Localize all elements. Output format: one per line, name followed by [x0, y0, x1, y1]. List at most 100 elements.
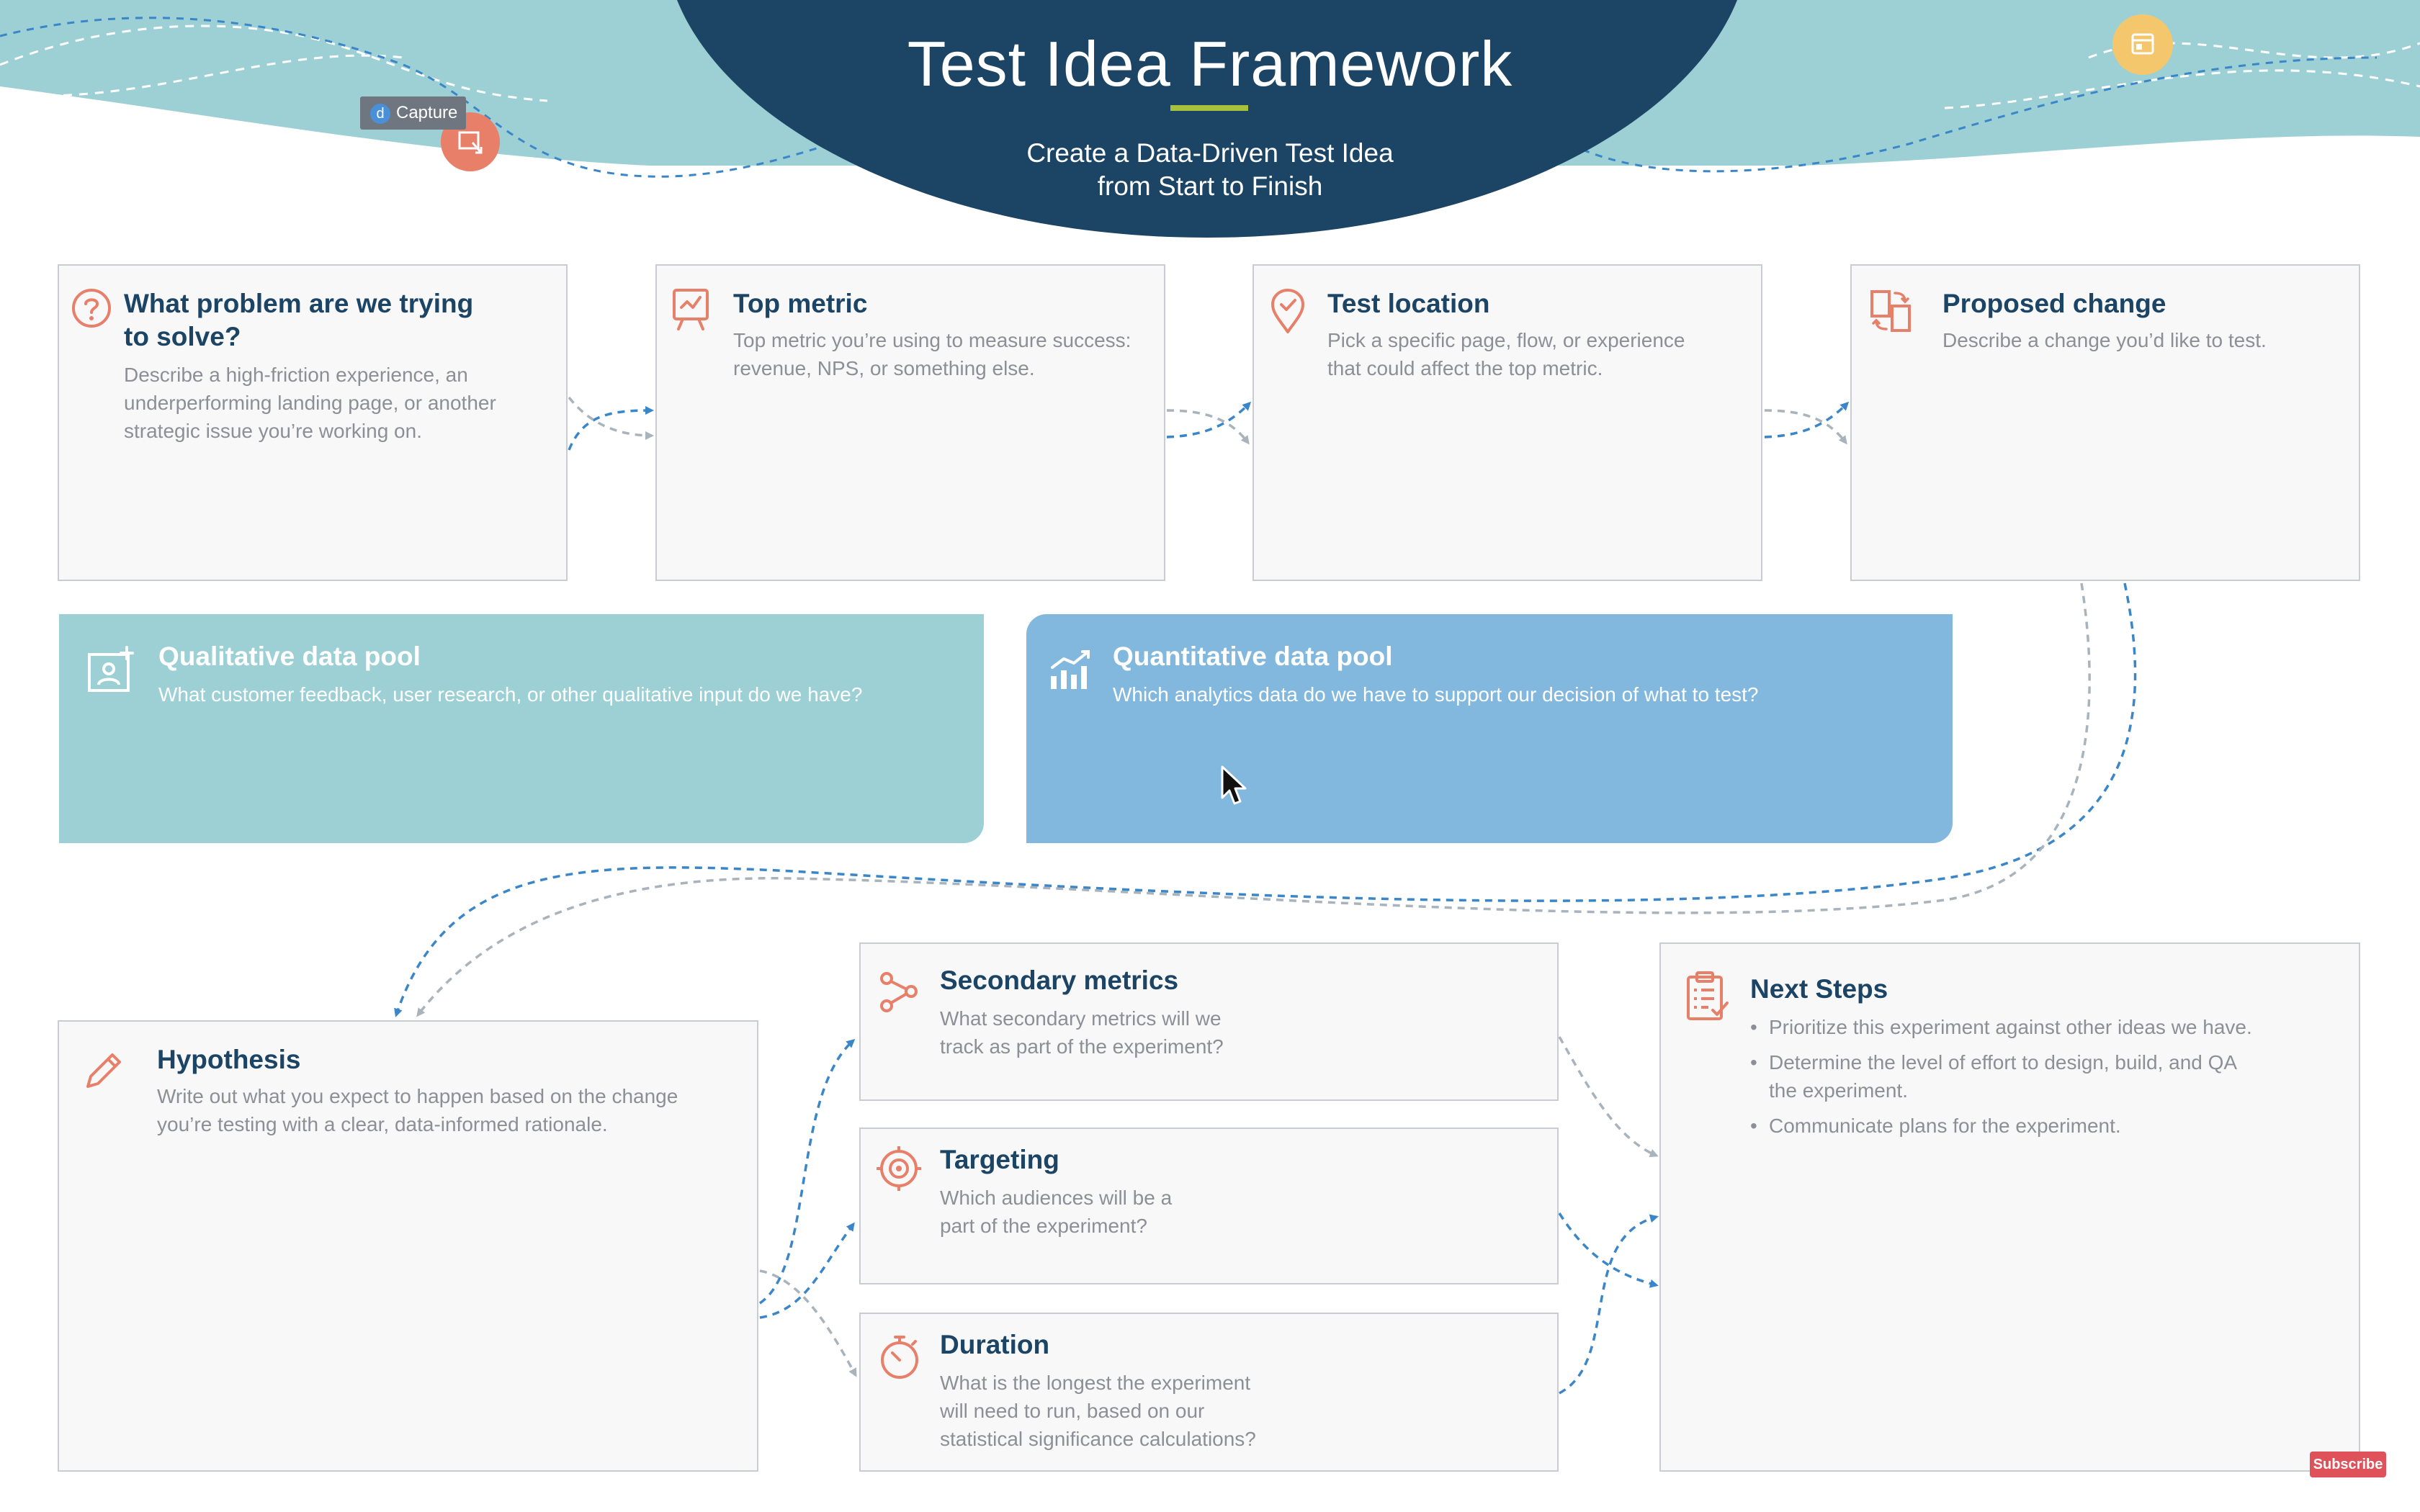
- card-next-steps[interactable]: Next Steps Prioritize this experiment ag…: [1659, 942, 2360, 1472]
- card-proposed-change[interactable]: Proposed change Describe a change you’d …: [1850, 264, 2360, 581]
- record-widget-button[interactable]: [2112, 14, 2173, 75]
- card-description: Describe a high-friction experience, an …: [124, 361, 496, 445]
- card-duration[interactable]: Duration What is the longest the experim…: [859, 1313, 1559, 1472]
- page-title: Test Idea Framework: [907, 28, 1513, 99]
- subtitle-line-2: from Start to Finish: [1097, 171, 1323, 201]
- arrow-location-to-change-gray: [1764, 409, 1847, 445]
- arrow-targeting-to-next: [1558, 1212, 1659, 1288]
- bullet-text: Prioritize this experiment against other…: [1769, 1016, 2252, 1038]
- card-title: What problem are we trying to solve?: [124, 287, 473, 354]
- card-title: Hypothesis: [157, 1045, 301, 1074]
- desc-line-2: that could affect the top metric.: [1327, 357, 1603, 379]
- card-description: Pick a specific page, flow, or experienc…: [1327, 326, 1685, 382]
- arrow-location-to-change: [1764, 401, 1850, 438]
- pencil-icon: [86, 1053, 121, 1088]
- banner-wave-5: [0, 17, 937, 178]
- card-description: What is the longest the experiment will …: [940, 1369, 1256, 1453]
- capture-icon: [458, 131, 483, 154]
- list-item: Determine the level of effort to design,…: [1750, 1048, 2252, 1104]
- clipboard-check-icon: [1687, 971, 1729, 1020]
- card-problem[interactable]: What problem are we trying to solve? Des…: [58, 264, 568, 581]
- mouse-cursor-icon: [1221, 765, 1247, 805]
- arrow-duration-to-next: [1559, 1214, 1659, 1395]
- card-title: Test location: [1327, 289, 1490, 318]
- card-quantitative-data-pool[interactable]: Quantitative data pool Which analytics d…: [1026, 614, 1953, 843]
- card-description: Which analytics data do we have to suppo…: [1113, 683, 1759, 706]
- arrow-hypothesis-to-secondary: [759, 1039, 856, 1305]
- desc-line-1: Describe a high-friction experience, an: [124, 364, 468, 386]
- person-board-icon: [88, 646, 134, 692]
- card-description: What customer feedback, user research, o…: [158, 683, 863, 706]
- desc-line-2: you’re testing with a clear, data-inform…: [157, 1113, 608, 1135]
- desc-line-1: Which audiences will be a: [940, 1187, 1173, 1209]
- card-hypothesis[interactable]: Hypothesis Write out what you expect to …: [58, 1020, 758, 1472]
- capture-tooltip: d Capture: [360, 96, 467, 130]
- desc-line-1: Pick a specific page, flow, or experienc…: [1327, 329, 1685, 351]
- card-description: Top metric you’re using to measure succe…: [733, 326, 1131, 382]
- card-description: What secondary metrics will we track as …: [940, 1004, 1224, 1061]
- card-title: Duration: [940, 1330, 1050, 1359]
- card-description: Write out what you expect to happen base…: [157, 1082, 678, 1138]
- stopwatch-icon: [881, 1336, 918, 1379]
- header-circle: [677, 0, 1737, 238]
- bullet-text: Determine the level of effort to design,…: [1769, 1051, 2238, 1074]
- desc-line-1: What secondary metrics will we: [940, 1007, 1222, 1030]
- desc-line-2: underperforming landing page, or another: [124, 392, 496, 414]
- card-title: Quantitative data pool: [1113, 642, 1393, 671]
- card-qualitative-data-pool[interactable]: Qualitative data pool What customer feed…: [59, 614, 984, 843]
- list-item: Prioritize this experiment against other…: [1750, 1013, 2252, 1041]
- banner-wave-4: [1944, 69, 2420, 109]
- desc-line-2: part of the experiment?: [940, 1215, 1147, 1237]
- share-nodes-icon: [880, 972, 918, 1012]
- card-title: Qualitative data pool: [158, 642, 421, 671]
- card-description: Describe a change you’d like to test.: [1942, 326, 2267, 354]
- card-description: Which audiences will be a part of the ex…: [940, 1184, 1172, 1240]
- bullet-text-cont: the experiment.: [1769, 1079, 1908, 1102]
- arrow-metric-to-location-gray: [1166, 409, 1250, 445]
- target-icon: [877, 1146, 921, 1191]
- chart-board-icon: [673, 289, 709, 330]
- desc-line-1: Top metric you’re using to measure succe…: [733, 329, 1131, 351]
- card-title: Proposed change: [1942, 289, 2166, 318]
- title-underline: [1170, 105, 1248, 111]
- list-item: Communicate plans for the experiment.: [1750, 1112, 2252, 1140]
- bullet-text: Communicate plans for the experiment.: [1769, 1115, 2121, 1137]
- desc-line-3: statistical significance calculations?: [940, 1428, 1256, 1450]
- question-icon: [72, 289, 111, 328]
- banner-wave-2: [0, 54, 404, 97]
- desc-line-2: will need to run, based on our: [940, 1400, 1205, 1422]
- map-pin-icon: [1271, 289, 1304, 333]
- swap-documents-icon: [1870, 290, 1911, 332]
- card-title: Top metric: [733, 289, 868, 318]
- desc-line-1: Describe a change you’d like to test.: [1942, 329, 2267, 351]
- card-targeting[interactable]: Targeting Which audiences will be a part…: [859, 1128, 1559, 1284]
- arrow-problem-to-metric: [568, 406, 654, 451]
- page-subtitle: Create a Data-Driven Test Idea from Star…: [886, 137, 1534, 203]
- desc-line-3: strategic issue you’re working on.: [124, 420, 422, 442]
- capture-label: Capture: [396, 103, 458, 122]
- banner-wave-3: [2088, 42, 2420, 59]
- arrow-hypothesis-to-duration: [759, 1269, 857, 1377]
- subscribe-button[interactable]: Subscribe: [2310, 1452, 2386, 1477]
- arrow-problem-to-metric-gray: [568, 396, 654, 440]
- card-title: Secondary metrics: [940, 966, 1179, 995]
- arrow-metric-to-location: [1166, 401, 1252, 438]
- card-test-location[interactable]: Test location Pick a specific page, flow…: [1252, 264, 1762, 581]
- card-title-line-1: What problem are we trying: [124, 289, 474, 318]
- desc-line-1: Write out what you expect to happen base…: [157, 1085, 678, 1107]
- card-secondary-metrics[interactable]: Secondary metrics What secondary metrics…: [859, 942, 1559, 1101]
- card-top-metric[interactable]: Top metric Top metric you’re using to me…: [655, 264, 1165, 581]
- desc-line-2: revenue, NPS, or something else.: [733, 357, 1035, 379]
- bar-chart-icon: [1051, 650, 1090, 689]
- capture-logo-icon: d: [370, 103, 390, 124]
- card-title-line-2: to solve?: [124, 322, 241, 351]
- desc-line-1: What is the longest the experiment: [940, 1372, 1251, 1394]
- calendar-icon: [2131, 33, 2154, 55]
- desc-line-2: track as part of the experiment?: [940, 1035, 1224, 1058]
- arrow-hypothesis-to-targeting: [759, 1222, 855, 1319]
- arrow-change-to-hypothesis-gray: [416, 582, 2091, 1017]
- subtitle-line-1: Create a Data-Driven Test Idea: [1026, 138, 1394, 168]
- next-steps-list: Prioritize this experiment against other…: [1750, 1013, 2252, 1147]
- arrow-secondary-to-next: [1558, 1036, 1659, 1158]
